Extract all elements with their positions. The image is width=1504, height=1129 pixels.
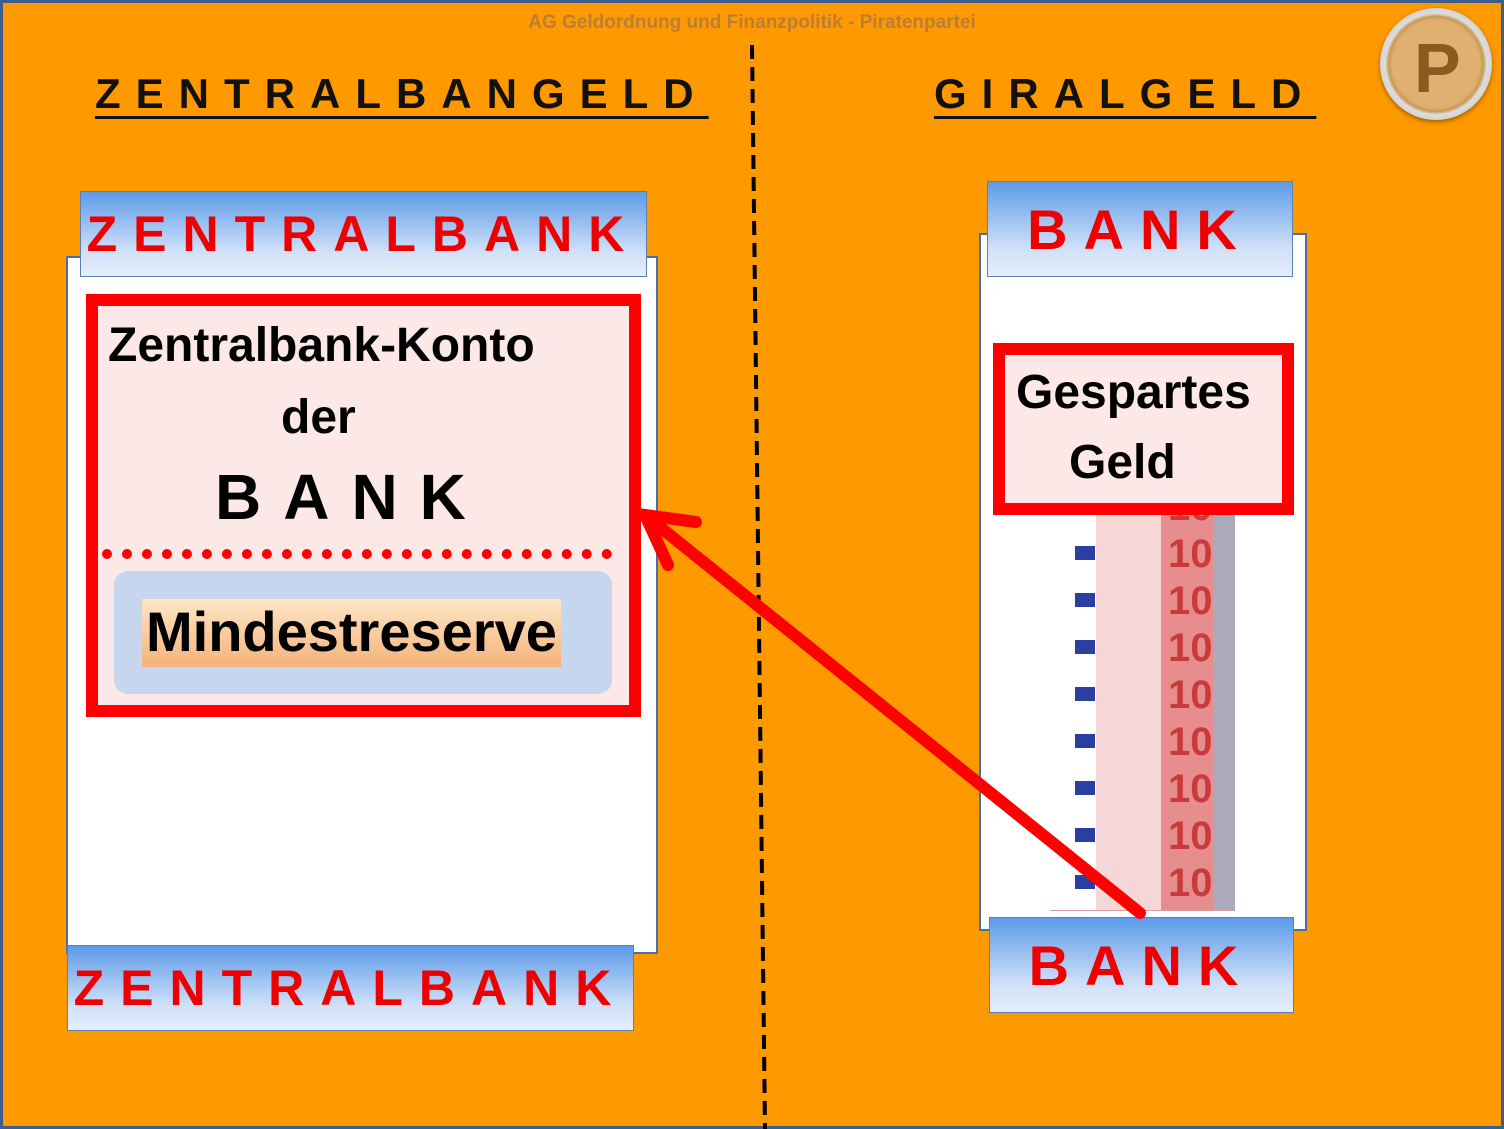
reserve-separator [102, 549, 612, 559]
banknote-value: 10 [1168, 720, 1213, 764]
eu-flag-icon [1075, 828, 1095, 842]
mindestreserve-label: Mindestreserve [142, 599, 561, 667]
arrow-head-icon [634, 507, 702, 571]
eu-flag-icon [1075, 687, 1095, 701]
banknote-10-euro: 10 [1050, 532, 1235, 582]
banknote-value: 10 [1168, 532, 1213, 576]
eu-flag-icon [1075, 640, 1095, 654]
banknote-value: 10 [1168, 767, 1213, 811]
banknote-10-euro: 10 [1050, 720, 1235, 770]
account-label-line2: der [281, 391, 356, 444]
eu-flag-icon [1075, 734, 1095, 748]
banknote-10-euro: 10 [1050, 767, 1235, 817]
eu-flag-icon [1075, 593, 1095, 607]
savings-label-line1: Gespartes [1016, 366, 1251, 419]
bank-top-bar: BANK [987, 181, 1293, 277]
zentralbank-top-bar: ZENTRALBANK [80, 191, 647, 277]
gespartes-geld-box [993, 343, 1294, 515]
banknote-value: 10 [1168, 673, 1213, 717]
heading-giralgeld: GIRALGELD [934, 70, 1317, 117]
banknote-10-euro: 10 [1050, 626, 1235, 676]
slide-subtitle: AG Geldordnung und Finanzpolitik - Pirat… [528, 12, 976, 33]
savings-label-line2: Geld [1069, 436, 1176, 489]
eu-flag-icon [1075, 546, 1095, 560]
banknote-value: 10 [1168, 814, 1213, 858]
zentralbank-bottom-bar: ZENTRALBANK [67, 945, 634, 1031]
account-label-line3: BANK [215, 461, 488, 533]
heading-zentralbankgeld: ZENTRALBANGELD [95, 70, 709, 117]
banknote-value: 10 [1168, 579, 1213, 623]
account-label-line1: Zentralbank-Konto [108, 319, 535, 372]
piratenpartei-logo: P [1380, 8, 1492, 120]
bank-bottom-bar: BANK [989, 917, 1294, 1013]
arrow-shaft [639, 509, 1146, 919]
eu-flag-icon [1075, 781, 1095, 795]
banknote-value: 10 [1168, 861, 1213, 905]
banknote-value: 10 [1168, 626, 1213, 670]
banknote-10-euro: 10 [1050, 814, 1235, 864]
